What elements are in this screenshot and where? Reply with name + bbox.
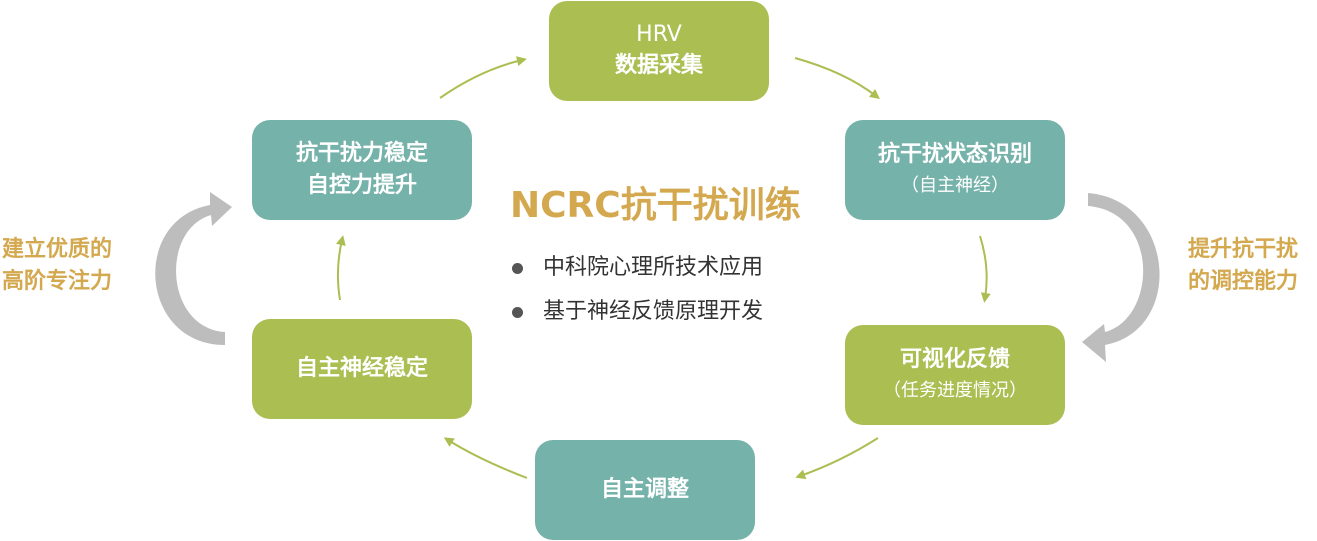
node-hrv-data-collection: HRV 数据采集 [549, 1, 769, 101]
side-label-right-line1: 提升抗干扰 [1188, 237, 1299, 262]
node-feedback-label: 可视化反馈 [899, 347, 1010, 372]
center-title: NCRC抗干扰训练 [510, 185, 801, 226]
side-label-left: 建立优质的 高阶专注力 [2, 234, 112, 298]
bullet-text: 中科院心理所技术应用 [543, 255, 764, 280]
bullet-dot-icon [512, 306, 523, 318]
center-bullet-list: 中科院心理所技术应用 基于神经反馈原理开发 [512, 246, 763, 334]
node-feedback-sub: （任务进度情况） [883, 380, 1027, 401]
gray-curved-arrow-left [155, 192, 232, 345]
node-adjust-label: 自主调整 [600, 477, 689, 502]
bullet-item: 中科院心理所技术应用 [512, 246, 763, 290]
side-label-left-line1: 建立优质的 [2, 237, 113, 262]
node-hrv-label: HRV [636, 22, 682, 47]
node-focus-stable-line2: 自控力提升 [306, 173, 417, 198]
side-label-right: 提升抗干扰 的调控能力 [1188, 234, 1298, 298]
bullet-text: 基于神经反馈原理开发 [543, 299, 764, 324]
arrow-recognize-to-feedback [979, 235, 991, 303]
arrow-adjust-to-nerve [443, 437, 528, 479]
bullet-item: 基于神经反馈原理开发 [512, 290, 763, 334]
node-anti-interference-recognition: 抗干扰状态识别 （自主神经） [845, 120, 1065, 220]
node-visual-feedback: 可视化反馈 （任务进度情况） [845, 325, 1065, 425]
node-nerve-stable-label: 自主神经稳定 [295, 356, 428, 381]
arrow-nerve-to-focus [335, 235, 346, 301]
side-label-left-line2: 高阶专注力 [2, 269, 113, 294]
side-label-right-line2: 的调控能力 [1188, 269, 1299, 294]
node-autonomic-stable: 自主神经稳定 [252, 319, 472, 419]
node-focus-stable-line1: 抗干扰力稳定 [295, 141, 428, 166]
node-focus-stable: 抗干扰力稳定 自控力提升 [252, 120, 472, 220]
node-recognize-label: 抗干扰状态识别 [877, 142, 1032, 167]
node-self-adjust: 自主调整 [535, 440, 755, 540]
arrow-focus-to-hrv [439, 56, 527, 99]
bullet-dot-icon [512, 262, 523, 274]
node-hrv-sub: 数据采集 [614, 53, 703, 78]
arrow-hrv-to-recognize [794, 57, 880, 100]
gray-curved-arrow-right [1082, 193, 1160, 362]
node-recognize-sub: （自主神经） [901, 175, 1009, 196]
arrow-feedback-to-adjust [795, 437, 879, 480]
